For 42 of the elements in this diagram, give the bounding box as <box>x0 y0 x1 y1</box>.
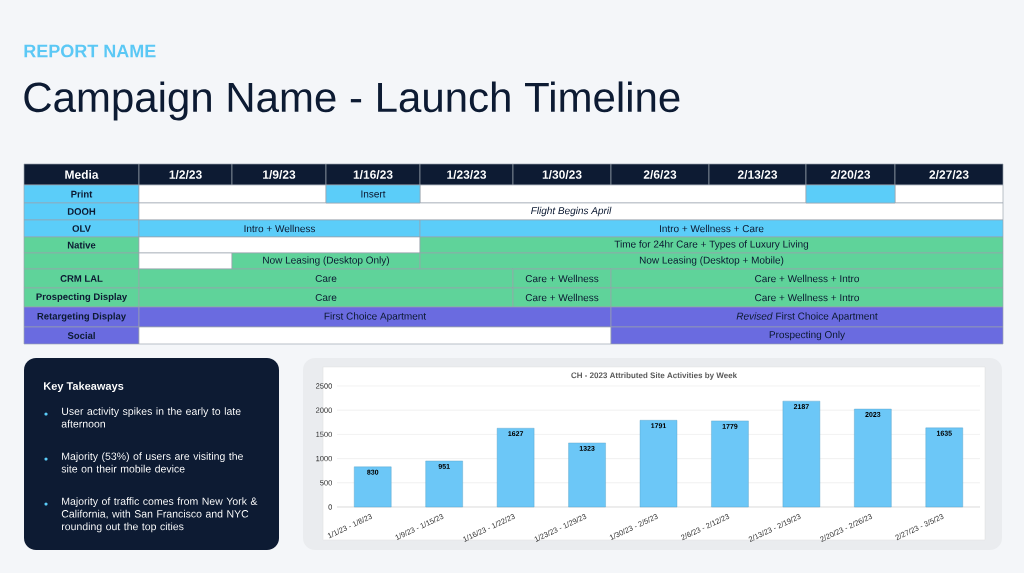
timeline-bar: Prospecting Only <box>610 326 1004 345</box>
row-header: Prospecting Display <box>23 287 140 308</box>
header-cell: 1/2/23 <box>138 163 233 186</box>
header-cell: 1/16/23 <box>325 163 421 186</box>
row-header: OLV <box>23 219 140 238</box>
timeline-bar <box>805 184 896 204</box>
row-header: Native <box>23 236 140 254</box>
timeline-bar: Insert <box>325 184 421 204</box>
chart-title: CH - 2023 Attributed Site Activities by Week <box>571 372 738 380</box>
bar <box>925 427 963 508</box>
header-cell: 2/13/23 <box>708 163 807 186</box>
bar <box>568 442 606 508</box>
header-cell: 1/23/23 <box>419 163 514 186</box>
header-cell: 2/27/23 <box>894 163 1004 186</box>
report-label: REPORT NAME <box>24 44 156 58</box>
bar <box>354 466 392 508</box>
row-header: Social <box>23 326 140 345</box>
bar <box>425 460 463 508</box>
row-header: DOOH <box>23 202 140 221</box>
page-title: Campaign Name - Launch Timeline <box>24 81 680 121</box>
header-cell: 1/9/23 <box>231 163 327 186</box>
timeline-bar: Time for 24hr Care + Types of Luxury Living <box>419 236 1004 254</box>
bar <box>854 408 892 508</box>
row-header: CRM LAL <box>23 268 140 289</box>
bar <box>711 420 749 508</box>
header-cell: 1/30/23 <box>512 163 612 186</box>
timeline-bar: Care + Wellness <box>512 287 612 308</box>
header-cell: 2/6/23 <box>610 163 710 186</box>
bar <box>782 400 821 508</box>
timeline-bar: Now Leasing (Desktop Only) <box>231 252 421 270</box>
bar <box>639 420 678 508</box>
row-header: Retargeting Display <box>23 306 140 328</box>
bullet-item: Majority of traffic comes from New York & California, with San Francisco and NYC rounding out the top cities <box>44 497 258 533</box>
header-cell: 2/20/23 <box>805 163 896 186</box>
timeline-bar: Care + Wellness <box>512 268 612 289</box>
header-cell: Media <box>23 163 140 186</box>
bullet-item: User activity spikes in the early to late afternoon <box>44 407 241 428</box>
bullet-item: Majority (53%) of users are visiting the site on their mobile device <box>44 452 243 473</box>
row-header: Print <box>23 184 140 204</box>
timeline-bar: Revised First Choice Apartment <box>610 306 1004 328</box>
panel-heading: Key Takeaways <box>44 381 124 393</box>
bar <box>496 428 535 508</box>
